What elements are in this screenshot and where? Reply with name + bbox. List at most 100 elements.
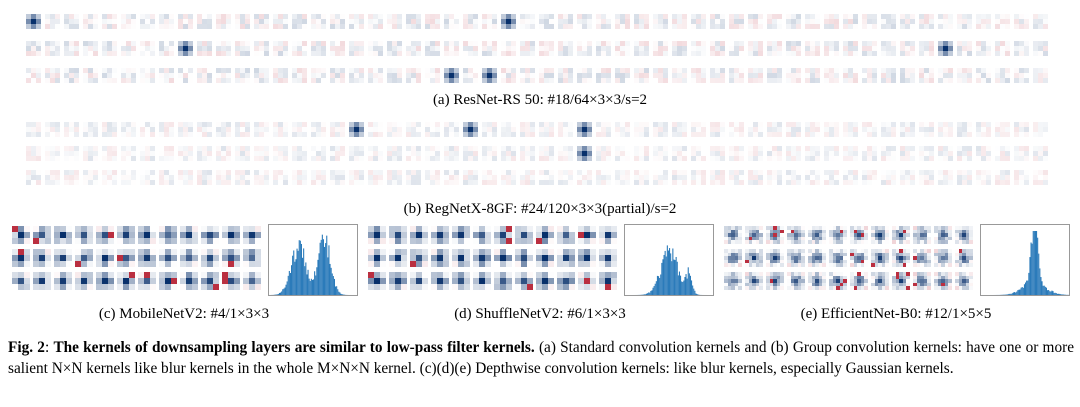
kernel-cell bbox=[330, 14, 345, 29]
histogram-bar bbox=[1053, 292, 1055, 295]
kernel-cell bbox=[900, 146, 915, 161]
kernel-cell bbox=[235, 68, 250, 83]
kernel-cell bbox=[615, 170, 630, 185]
kernel-cell bbox=[1014, 122, 1029, 137]
kernel-cell bbox=[634, 68, 649, 83]
kernel-cell bbox=[805, 14, 820, 29]
kernel-cell bbox=[615, 14, 630, 29]
histogram-bar bbox=[1044, 286, 1046, 295]
kernel-cell bbox=[957, 41, 972, 56]
histogram-bar bbox=[1019, 289, 1021, 295]
kernel-cell bbox=[729, 68, 744, 83]
histogram-bar bbox=[310, 278, 312, 295]
kernel-cell bbox=[596, 122, 611, 137]
kernel-cell bbox=[12, 226, 30, 244]
kernel-cell bbox=[862, 170, 877, 185]
kernel-cell bbox=[117, 272, 135, 290]
kernel-cell bbox=[83, 146, 98, 161]
kernel-cell bbox=[995, 170, 1010, 185]
kernel-cell bbox=[1033, 122, 1048, 137]
histogram-bar bbox=[1016, 291, 1018, 295]
kernel-cell bbox=[539, 41, 554, 56]
kernel-cell bbox=[330, 170, 345, 185]
kernel-cell bbox=[786, 170, 801, 185]
kernel-cell bbox=[900, 14, 915, 29]
histogram-bar bbox=[293, 250, 295, 295]
histogram-bar bbox=[305, 262, 307, 295]
kernel-cell bbox=[311, 122, 326, 137]
kernel-cell bbox=[957, 170, 972, 185]
histogram-bar bbox=[688, 273, 690, 295]
kernel-cell bbox=[138, 272, 156, 290]
kernel-cell bbox=[26, 170, 41, 185]
kernel-cell bbox=[140, 41, 155, 56]
kernel-cell bbox=[26, 146, 41, 161]
histogram-bar bbox=[1043, 285, 1045, 295]
kernel-cell bbox=[900, 41, 915, 56]
panel-c-caption: (c) MobileNetV2: #4/1×3×3 bbox=[98, 306, 270, 322]
kernel-cell bbox=[311, 41, 326, 56]
kernel-cell bbox=[599, 272, 617, 290]
histogram-bar bbox=[288, 270, 290, 295]
kernel-cell bbox=[159, 170, 174, 185]
kernel-cell bbox=[33, 226, 51, 244]
kernel-cell bbox=[710, 170, 725, 185]
histogram-bar bbox=[316, 267, 318, 295]
panel-c-histogram-svg bbox=[269, 234, 352, 295]
histogram-bar bbox=[695, 293, 697, 295]
kernel-cell bbox=[387, 68, 402, 83]
kernel-cell bbox=[862, 41, 877, 56]
kernel-cell bbox=[850, 226, 868, 244]
histogram-bar bbox=[686, 278, 688, 295]
kernel-cell bbox=[444, 146, 459, 161]
kernel-cell bbox=[406, 122, 421, 137]
kernel-cell bbox=[691, 146, 706, 161]
kernel-cell bbox=[615, 146, 630, 161]
panel-d-caption: (d) ShuffleNetV2: #6/1×3×3 bbox=[454, 306, 626, 322]
kernel-cell bbox=[829, 249, 847, 267]
histogram-bar bbox=[1042, 285, 1044, 295]
histogram-bar bbox=[309, 280, 311, 295]
kernel-cell bbox=[349, 41, 364, 56]
kernel-cell bbox=[1014, 146, 1029, 161]
kernel-cell bbox=[766, 272, 784, 290]
kernel-cell bbox=[634, 14, 649, 29]
kernel-cell bbox=[767, 146, 782, 161]
histogram-bar bbox=[319, 242, 321, 295]
kernel-cell bbox=[463, 41, 478, 56]
panel-d-kernel-grid bbox=[368, 226, 618, 294]
kernel-cell bbox=[515, 249, 533, 267]
kernel-cell bbox=[787, 249, 805, 267]
kernel-cell bbox=[452, 272, 470, 290]
histogram-bar bbox=[1040, 277, 1042, 295]
histogram-bar bbox=[648, 292, 650, 295]
histogram-bar bbox=[284, 287, 286, 295]
kernel-cell bbox=[102, 14, 117, 29]
kernel-cell bbox=[140, 68, 155, 83]
kernel-cell bbox=[444, 14, 459, 29]
kernel-cell bbox=[871, 226, 889, 244]
kernel-cell bbox=[387, 41, 402, 56]
kernel-cell bbox=[539, 14, 554, 29]
kernel-cell bbox=[843, 170, 858, 185]
kernel-cell bbox=[536, 272, 554, 290]
histogram-bar bbox=[680, 275, 682, 295]
kernel-cell bbox=[243, 226, 261, 244]
histogram-bar bbox=[285, 284, 287, 295]
kernel-cell bbox=[672, 170, 687, 185]
kernel-cell bbox=[539, 170, 554, 185]
histogram-bar bbox=[1021, 287, 1023, 295]
histogram-bar bbox=[1051, 290, 1053, 295]
histogram-bar bbox=[1012, 292, 1014, 295]
kernel-cell bbox=[121, 122, 136, 137]
histogram-bar bbox=[691, 280, 693, 295]
kernel-cell bbox=[955, 272, 973, 290]
histogram-bar bbox=[1018, 289, 1020, 295]
histogram-bar bbox=[326, 235, 328, 295]
kernel-cell bbox=[919, 122, 934, 137]
kernel-cell bbox=[201, 226, 219, 244]
kernel-cell bbox=[976, 41, 991, 56]
kernel-cell bbox=[536, 249, 554, 267]
histogram-bar bbox=[651, 290, 653, 295]
kernel-cell bbox=[748, 68, 763, 83]
